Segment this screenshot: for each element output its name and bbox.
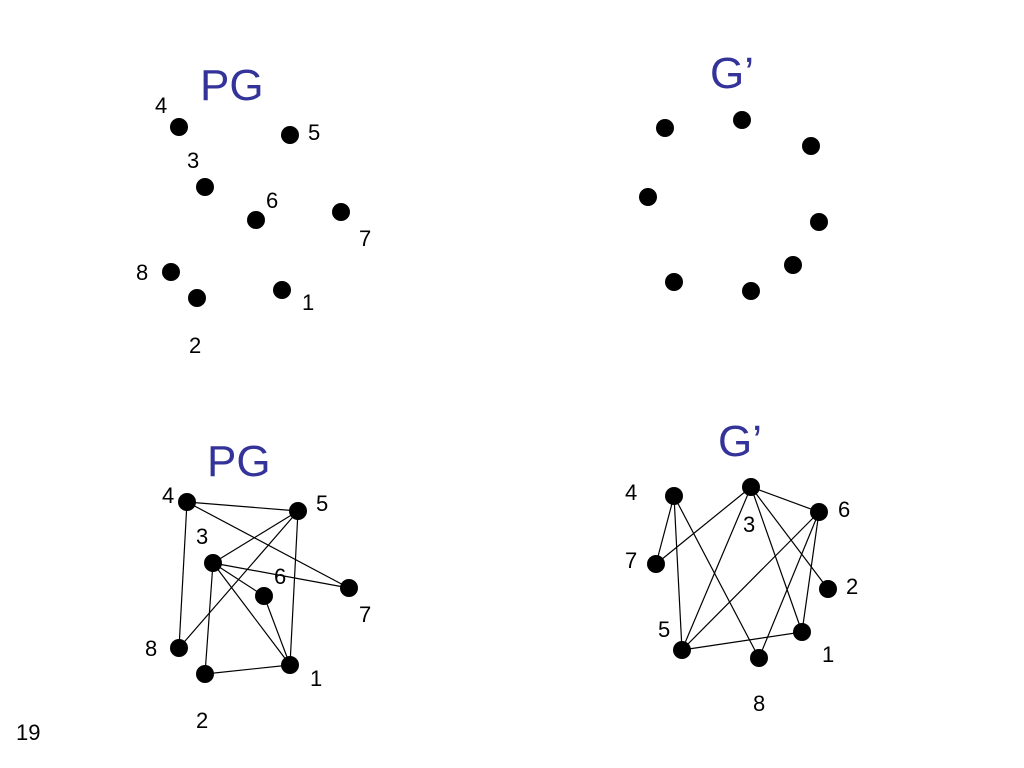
gprime-title-bottom: G’	[718, 417, 762, 466]
vertex-2	[196, 665, 214, 683]
edge-3-5	[212, 510, 299, 564]
vertex-unlabeled-8	[656, 119, 674, 137]
vertices-group: 1 2 3 4 5 6 7 8	[136, 93, 371, 358]
vertices-group: 1 2 34 5 6 7 8	[145, 483, 371, 733]
pg-title-top: PG	[200, 61, 264, 110]
edge-3-1	[212, 562, 291, 666]
vertex-2	[819, 580, 837, 598]
vertex-unlabeled-1	[733, 111, 751, 129]
vertex-label: 4	[625, 480, 637, 505]
vertex-label: 3	[187, 148, 199, 173]
vertex-8	[750, 649, 768, 667]
vertex-label: 6	[838, 497, 850, 522]
gprime-connected-panel: G’ 1 2 3 4 5 6 7 8	[625, 417, 858, 716]
gprime-title-top: G’	[710, 49, 754, 98]
vertex-label: 3	[196, 524, 208, 549]
vertex-6	[810, 503, 828, 521]
edge-6-5	[681, 511, 820, 651]
edge-5-1	[289, 510, 299, 666]
edge-3-2	[204, 562, 214, 675]
pg-unconnected-panel: PG 1 2 3 4 5 6 7 8	[136, 61, 371, 358]
edges-group	[655, 486, 829, 659]
vertex-unlabeled-6	[665, 273, 683, 291]
edges-group	[178, 501, 350, 675]
vertex-unlabeled-5	[742, 282, 760, 300]
vertex-label: 7	[625, 548, 637, 573]
vertex-unlabeled-2	[802, 137, 820, 155]
edge-3-1	[750, 486, 803, 633]
edge-4-5	[673, 495, 683, 651]
gprime-unconnected-panel: G’	[639, 49, 828, 300]
edge-6-1	[263, 595, 291, 666]
vertex-label: 3	[743, 512, 755, 537]
vertex-8	[170, 639, 188, 657]
vertex-6	[255, 587, 273, 605]
pg-connected-panel: PG 1 2 34 5 6 7 8	[145, 437, 371, 733]
edge-3-6	[750, 486, 820, 513]
vertex-label: 2	[846, 574, 858, 599]
vertex-3	[204, 554, 222, 572]
edge-2-1	[204, 664, 291, 675]
edge-7-3	[655, 486, 752, 565]
vertex-label: 8	[136, 260, 148, 285]
vertex-label: 5	[308, 120, 320, 145]
vertices-group: 1 2 3 4 5 6 7 8	[625, 478, 858, 716]
vertex-7	[340, 579, 358, 597]
vertex-5	[673, 641, 691, 659]
slide-number: 19	[16, 720, 41, 745]
vertex-7	[332, 203, 350, 221]
vertex-3	[742, 478, 760, 496]
vertex-7	[647, 555, 665, 573]
edge-5-1	[681, 631, 803, 651]
vertex-label: 6	[266, 188, 278, 213]
vertex-2	[188, 289, 206, 307]
pg-title-bottom: PG	[207, 437, 271, 486]
vertex-label: 4	[155, 93, 167, 118]
vertex-label: 5	[658, 617, 670, 642]
vertex-label: 4	[162, 483, 174, 508]
vertices-group	[639, 111, 828, 300]
vertex-4	[178, 493, 196, 511]
vertex-label: 1	[302, 290, 314, 315]
edge-6-8	[758, 511, 820, 659]
vertex-1	[281, 656, 299, 674]
vertex-label: 2	[189, 333, 201, 358]
edge-4-5	[186, 501, 299, 512]
edge-3-7	[212, 562, 350, 589]
vertex-4	[170, 118, 188, 136]
vertex-1	[793, 623, 811, 641]
vertex-label: 2	[196, 708, 208, 733]
edge-4-8	[178, 501, 188, 649]
vertex-label: 8	[753, 691, 765, 716]
vertex-unlabeled-3	[810, 213, 828, 231]
vertex-5	[289, 502, 307, 520]
edge-4-8	[673, 495, 760, 659]
vertex-unlabeled-4	[784, 256, 802, 274]
edge-3-2	[750, 486, 829, 590]
vertex-label: 5	[316, 491, 328, 516]
vertex-unlabeled-7	[639, 188, 657, 206]
edge-4-7	[655, 495, 675, 565]
vertex-8	[162, 263, 180, 281]
vertex-1	[273, 281, 291, 299]
edge-6-1	[801, 511, 820, 633]
vertex-6	[247, 211, 265, 229]
vertex-label: 1	[310, 666, 322, 691]
vertex-label: 6	[274, 564, 286, 589]
vertex-5	[281, 126, 299, 144]
vertex-label: 7	[359, 226, 371, 251]
edge-8-5	[178, 510, 299, 649]
vertex-label: 7	[359, 602, 371, 627]
vertex-4	[665, 487, 683, 505]
vertex-label: 8	[145, 636, 157, 661]
vertex-label: 1	[822, 642, 834, 667]
edge-3-5	[681, 486, 752, 651]
vertex-3	[196, 178, 214, 196]
